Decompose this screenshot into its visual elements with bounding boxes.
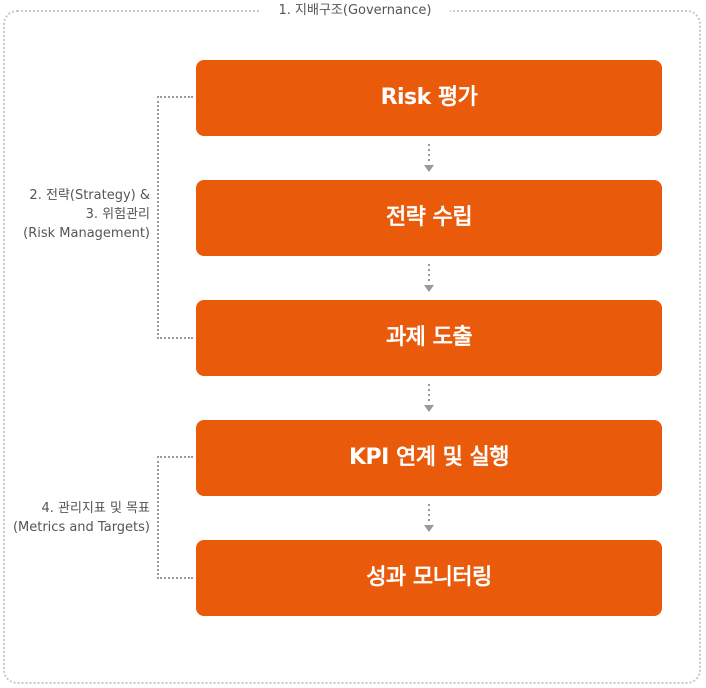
arrow-down-icon (424, 144, 434, 172)
step-task-derivation: 과제 도출 (196, 300, 662, 376)
step-performance-monitoring: 성과 모니터링 (196, 540, 662, 616)
arrow-down-icon (424, 384, 434, 412)
strategy-risk-bracket (157, 96, 193, 339)
arrow-down-icon (424, 504, 434, 532)
metrics-targets-label: 4. 관리지표 및 목표 (Metrics and Targets) (13, 499, 150, 537)
step-kpi-execution: KPI 연계 및 실행 (196, 420, 662, 496)
step-strategy-formulation: 전략 수립 (196, 180, 662, 256)
step-risk-assessment: Risk 평가 (196, 60, 662, 136)
risk-management-english-line: (Risk Management) (23, 226, 150, 241)
strategy-label-line: 2. 전략(Strategy) & (29, 188, 150, 203)
metrics-label-line: 4. 관리지표 및 목표 (41, 501, 150, 516)
metrics-targets-bracket (157, 456, 193, 579)
metrics-english-line: (Metrics and Targets) (12, 520, 150, 535)
governance-title: 1. 지배구조(Governance) (260, 1, 450, 21)
arrow-down-icon (424, 264, 434, 292)
strategy-risk-label: 2. 전략(Strategy) & 3. 위험관리 (Risk Manageme… (23, 186, 150, 243)
risk-management-label-line: 3. 위험관리 (85, 207, 150, 222)
